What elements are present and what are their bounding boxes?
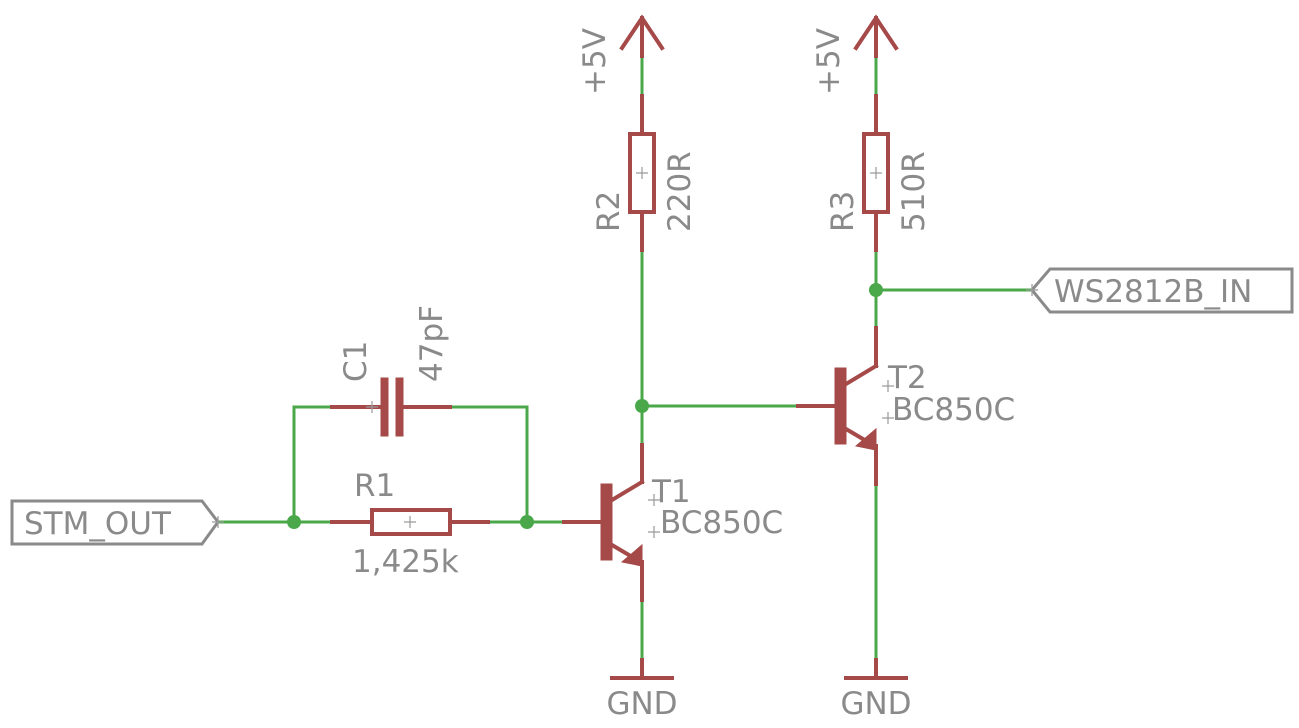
port-ws2812b-frame (1030, 267, 1294, 314)
r2-value: 220R (662, 151, 698, 232)
port-stm-out-frame (10, 499, 220, 546)
junctions (287, 283, 883, 529)
gnd-label-2: GND (840, 686, 911, 722)
junction-r1-c1 (520, 515, 534, 529)
t1-collector-icon (609, 479, 645, 503)
t1-emitter-arrow-icon (620, 543, 643, 567)
r1-name: R1 (354, 468, 395, 504)
t1-base-bar-icon (600, 483, 613, 561)
port-ws2812b-in[interactable]: WS2812B_IN (1026, 267, 1294, 314)
supply-symbol-1: +5V (577, 14, 665, 95)
r3-body-icon (862, 132, 890, 214)
c1-plate-right-icon (395, 377, 404, 437)
r1-value: 1,425k (352, 544, 459, 580)
transistor-t2[interactable]: T2 BC850C (796, 326, 1015, 486)
resistor-r1[interactable]: R1 1,425k (330, 468, 490, 580)
t2-collector-icon (843, 363, 879, 387)
t2-emitter-arrow-icon (854, 427, 877, 451)
junction-t1-collector (635, 399, 649, 413)
port-ws2812b-label: WS2812B_IN (1054, 274, 1252, 310)
gnd-label-1: GND (606, 686, 677, 722)
junction-r3-ws2812b (869, 283, 883, 297)
r3-origin-icon (870, 167, 882, 179)
port-ws2812b-origin-icon (1026, 284, 1038, 296)
c1-plate-left-icon (380, 377, 389, 437)
gnd-symbol-2: GND (840, 658, 912, 722)
t2-name: T2 (887, 360, 927, 396)
c1-name: C1 (338, 341, 374, 382)
capacitor-c1[interactable]: C1 47pF (330, 305, 452, 437)
t1-origin-icon (648, 494, 660, 538)
junction-stm-c1 (287, 515, 301, 529)
port-stm-out-origin-icon (212, 516, 224, 528)
t1-value: BC850C (660, 505, 783, 541)
r3-value: 510R (896, 151, 932, 232)
r1-origin-icon (404, 516, 416, 528)
r2-origin-icon (636, 167, 648, 179)
wire-c1-left (292, 405, 384, 524)
t2-value: BC850C (892, 392, 1015, 428)
gnd-symbol-1: GND (606, 658, 678, 722)
port-stm-out-label: STM_OUT (24, 506, 172, 542)
resistor-r2[interactable]: R2 220R (591, 94, 698, 252)
supply-label-1: +5V (577, 28, 613, 95)
t1-name: T1 (651, 474, 691, 510)
t2-base-bar-icon (834, 367, 847, 445)
r2-body-icon (628, 132, 656, 214)
c1-value: 47pF (414, 305, 450, 382)
t2-origin-icon (882, 380, 894, 424)
r2-name: R2 (591, 191, 627, 232)
c1-origin-icon (366, 401, 378, 413)
r1-body-icon (370, 508, 452, 536)
r3-name: R3 (825, 191, 861, 232)
supply-label-2: +5V (811, 28, 847, 95)
transistor-t1[interactable]: T1 BC850C (562, 443, 783, 602)
port-stm-out[interactable]: STM_OUT (10, 499, 224, 546)
wire-c1-right (402, 405, 529, 524)
supply-symbol-2: +5V (811, 14, 899, 95)
resistor-r3[interactable]: R3 510R (825, 94, 932, 252)
